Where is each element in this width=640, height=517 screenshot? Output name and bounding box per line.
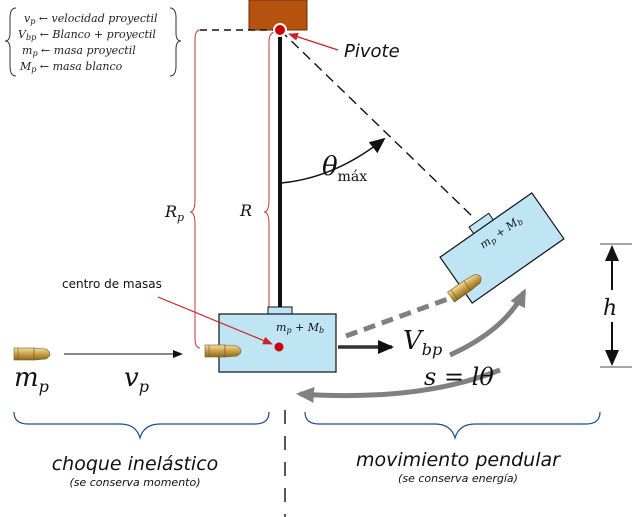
hanging-block: mp + Mb xyxy=(204,306,337,373)
arc-length-label: s = lθ xyxy=(424,363,494,391)
vp-label: vp xyxy=(124,363,149,396)
legend-line-2: Vbp ← Blanco + proyectil xyxy=(18,28,156,42)
r-brace xyxy=(263,31,277,349)
mp-label: mp xyxy=(14,363,49,396)
legend-line-1: vp ← velocidad proyectil xyxy=(24,12,158,26)
theta-arc xyxy=(280,137,386,184)
incoming-bullet xyxy=(13,347,51,361)
rp-brace xyxy=(189,29,201,349)
legend-right-brace xyxy=(169,7,182,77)
theta-max-label: θmáx xyxy=(322,152,367,185)
right-section-subtitle: (se conserva energía) xyxy=(398,472,518,485)
center-of-mass-label: centro de masas xyxy=(62,277,162,291)
legend-line-3: mp ← masa proyectil xyxy=(22,44,136,58)
h-label: h xyxy=(603,296,617,321)
arc-arrow-up xyxy=(448,288,527,358)
rp-label: Rp xyxy=(164,202,184,224)
hanging-block-label: mp + Mb xyxy=(276,321,324,335)
upswing-path xyxy=(345,293,457,339)
pivot-label: Pivote xyxy=(344,41,400,62)
vbp-label: Vbp xyxy=(403,326,442,359)
arc-arrow-down xyxy=(296,367,501,403)
r-label: R xyxy=(239,201,252,220)
center-of-mass-arrow xyxy=(157,296,273,345)
legend: vp ← velocidad proyectil Vbp ← Blanco + … xyxy=(4,7,182,77)
right-section-brace xyxy=(304,411,601,441)
swung-string xyxy=(279,29,475,219)
left-section-brace xyxy=(13,411,270,441)
left-section-title: choque inelástico xyxy=(52,453,219,475)
legend-line-4: Mp ← masa blanco xyxy=(19,60,123,74)
pivot-dot xyxy=(273,23,287,37)
center-of-mass-dot xyxy=(274,342,284,352)
swung-block: mp + Mb xyxy=(439,192,565,304)
legend-left-brace xyxy=(4,7,17,77)
left-section-subtitle: (se conserva momento) xyxy=(69,476,200,489)
pivot-pointer-arrow xyxy=(288,32,339,51)
right-section-title: movimiento pendular xyxy=(356,449,561,471)
